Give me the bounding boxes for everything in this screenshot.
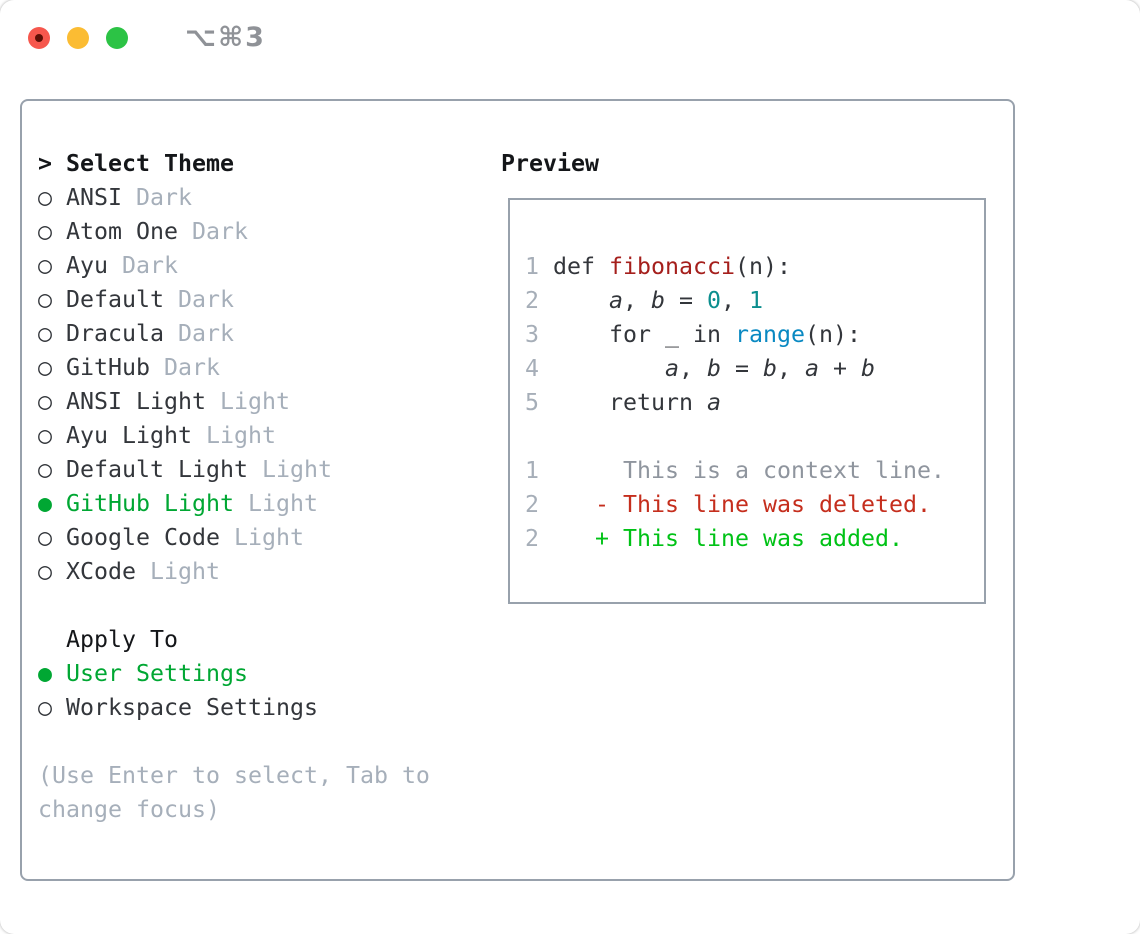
radio-icon: ○: [38, 184, 52, 211]
line-number: 1: [525, 253, 539, 280]
line-number: 3: [525, 321, 539, 348]
radio-icon: ○: [38, 354, 52, 381]
titlebar: ⌥⌘3: [0, 0, 1140, 75]
apply-option-workspace-settings[interactable]: ○Workspace Settings: [38, 691, 430, 725]
radio-icon: ○: [38, 388, 52, 415]
diff-deleted-line: 2 - This line was deleted.: [525, 491, 931, 518]
line-number: 5: [525, 389, 539, 416]
select-theme-header: > Select Theme: [38, 147, 430, 181]
maximize-button[interactable]: [106, 26, 128, 49]
line-number: 2: [525, 491, 539, 518]
radio-icon: ○: [38, 286, 52, 313]
radio-icon: ○: [38, 694, 52, 721]
radio-selected-icon: ●: [38, 490, 52, 517]
help-text-line2: change focus): [38, 796, 220, 823]
radio-icon: ○: [38, 422, 52, 449]
radio-icon: ○: [38, 456, 52, 483]
line-number: 4: [525, 355, 539, 382]
prompt-cursor-icon: >: [38, 150, 52, 177]
code-line: 2 a, b = 0, 1: [525, 287, 763, 314]
line-number: 1: [525, 457, 539, 484]
apply-option-user-settings[interactable]: ●User Settings: [38, 657, 430, 691]
code-line: 4 a, b = b, a + b: [525, 355, 875, 382]
apply-to-header: Apply To: [66, 626, 178, 653]
spacer: [38, 589, 430, 623]
help-text-line1: (Use Enter to select, Tab to: [38, 762, 430, 789]
spacer: [38, 725, 430, 759]
code-line: 5 return a: [525, 389, 721, 416]
radio-icon: ○: [38, 218, 52, 245]
unsaved-dot-icon: [35, 33, 43, 42]
radio-selected-icon: ●: [38, 660, 52, 687]
line-number: 2: [525, 525, 539, 552]
select-theme-title: Select Theme: [66, 150, 234, 177]
window-title: ⌥⌘3: [185, 22, 266, 53]
radio-icon: ○: [38, 524, 52, 551]
line-number: 2: [525, 287, 539, 314]
diff-added-line: 2 + This line was added.: [525, 525, 903, 552]
minimize-button[interactable]: [67, 26, 89, 49]
radio-icon: ○: [38, 320, 52, 347]
diff-context-line: 1 This is a context line.: [525, 457, 945, 484]
close-button[interactable]: [28, 26, 50, 49]
blank-line: [525, 420, 984, 454]
radio-icon: ○: [38, 252, 52, 279]
radio-icon: ○: [38, 558, 52, 585]
code-line: 3 for _ in range(n):: [525, 321, 861, 348]
preview-header: Preview: [501, 150, 599, 177]
